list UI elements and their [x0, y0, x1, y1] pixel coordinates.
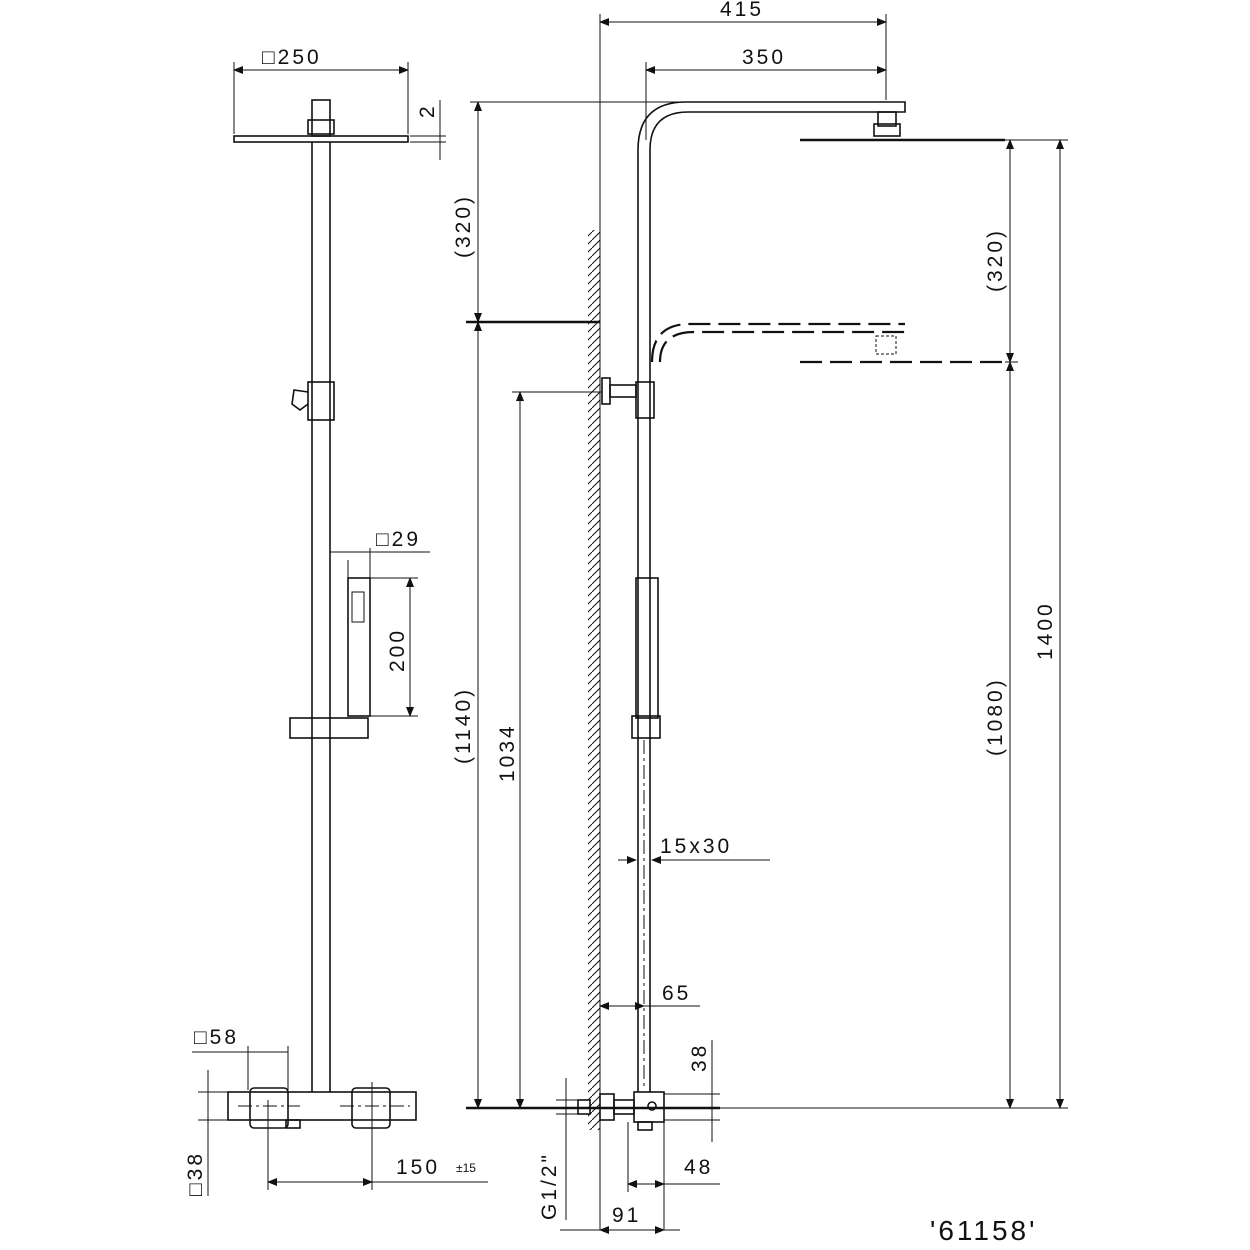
dim-415-label: 415: [720, 0, 764, 21]
dim-1034-label: 1034: [496, 723, 519, 782]
dim-head-size-label: □250: [262, 46, 322, 69]
dim-hand-shower-size-label: □29: [376, 528, 421, 551]
column-front: [291, 142, 335, 1092]
dimension-total-projection: 415: [599, 0, 887, 100]
dim-1080-label: (1080): [984, 677, 1007, 756]
dim-inlet-spacing-label: 150: [396, 1156, 440, 1179]
dimension-head-thickness: 2: [410, 100, 446, 160]
dimension-rail-section: 15x30: [618, 835, 770, 864]
dim-320-left-label: (320): [452, 194, 475, 258]
dim-hand-shower-length-label: 200: [386, 628, 409, 672]
front-view: □250 2 □29 200 □58 □38 150 ±15: [184, 46, 488, 1196]
dimension-arm-length: 350: [645, 46, 887, 140]
dim-91-label: 91: [612, 1204, 641, 1227]
wall-bracket: [601, 377, 655, 419]
dim-valve-section-label: □38: [184, 1151, 207, 1196]
dim-48-label: 48: [684, 1156, 713, 1179]
wall: [588, 14, 601, 1230]
dim-head-thickness-label: 2: [416, 103, 439, 118]
dim-inlet-tolerance-label: ±15: [456, 1161, 476, 1175]
dim-320-right-label: (320): [984, 228, 1007, 292]
dimension-pipe-distance: 65: [599, 982, 700, 1010]
dim-38-label: 38: [688, 1043, 711, 1072]
dimension-left-heights: (320) (1140) 1034: [452, 101, 720, 1110]
slide-rail: [631, 577, 661, 1090]
dim-1400-label: 1400: [1034, 601, 1057, 660]
dimension-hand-shower: □29 200: [330, 528, 430, 717]
shower-column-side: [637, 101, 1005, 1092]
dim-thread-label: G1/2": [538, 1152, 561, 1220]
dim-65-label: 65: [662, 982, 691, 1005]
dim-15x30-label: 15x30: [660, 835, 732, 858]
dimension-valve: □58 □38 150 ±15: [184, 1026, 488, 1196]
dim-1140-label: (1140): [452, 687, 475, 764]
hand-shower-front: [289, 577, 371, 739]
side-view: 415 350 (320) (1140) 1034 (320): [452, 0, 1068, 1234]
dimension-right-heights: (320) (1080) 1400: [720, 139, 1068, 1109]
shower-head-front: [233, 99, 409, 143]
dimension-head-size: □250: [233, 46, 409, 134]
dimension-thread: G1/2": [538, 1078, 580, 1220]
thermostatic-valve-front: [227, 1087, 417, 1129]
dim-350-label: 350: [742, 46, 786, 69]
dimension-valve-side: 38 48 91: [560, 1040, 720, 1234]
dim-valve-size-label: □58: [194, 1026, 239, 1049]
model-number: '61158': [930, 1215, 1037, 1246]
shower-arm-lowered: [650, 322, 1005, 364]
